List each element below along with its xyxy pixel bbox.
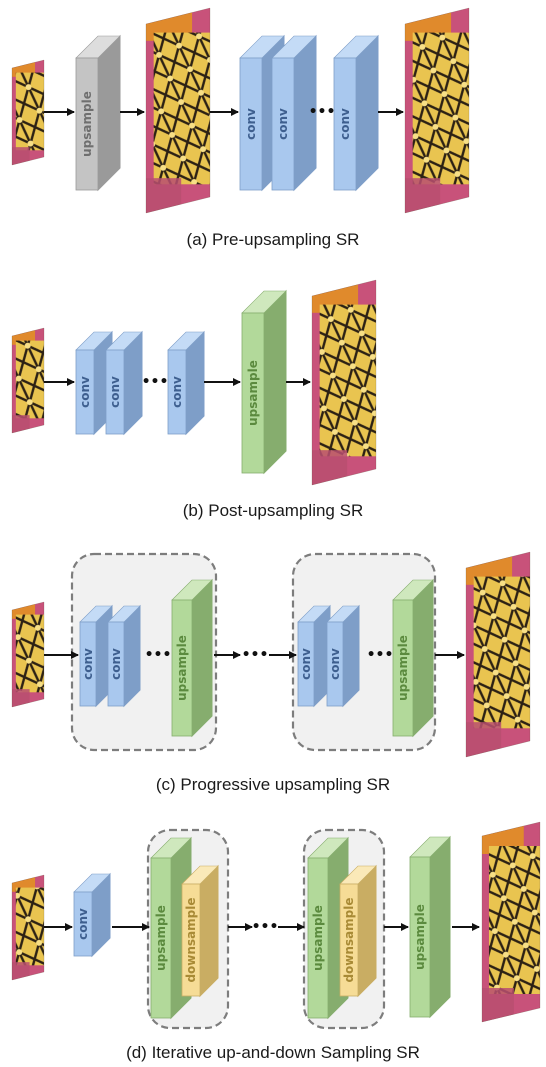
conv-block-a-2: conv — [271, 34, 317, 192]
upsample-block-d-2-label: upsample — [311, 905, 325, 971]
sr-output-image-b — [311, 279, 377, 486]
upsample-block-c-1: upsample — [171, 578, 213, 738]
conv-block-a-3-label: conv — [338, 108, 352, 140]
conv-block-b-3: conv — [167, 330, 205, 436]
lr-image-b — [11, 327, 45, 434]
lr-image-c — [11, 601, 45, 708]
hr-upsampled-image-a — [145, 7, 211, 214]
conv-block-c-3: conv — [297, 604, 331, 708]
upsample-block-a-label: upsample — [80, 91, 94, 157]
upsample-block-b-label: upsample — [246, 360, 260, 426]
conv-block-c-1: conv — [79, 604, 113, 708]
conv-block-a-2-label: conv — [276, 108, 290, 140]
upsample-block-a: upsample — [75, 34, 121, 192]
conv-block-c-4: conv — [326, 604, 360, 708]
conv-block-b-1-label: conv — [78, 376, 92, 408]
ellipsis-b: ••• — [142, 374, 169, 390]
caption-b: (b) Post-upsampling SR — [183, 501, 363, 520]
caption-c: (c) Progressive upsampling SR — [156, 775, 390, 794]
downsample-block-d-1: downsample — [181, 864, 219, 998]
ellipsis-c-mid: ••• — [242, 647, 269, 663]
caption-d: (d) Iterative up-and-down Sampling SR — [126, 1043, 420, 1062]
downsample-block-d-2: downsample — [339, 864, 377, 998]
conv-block-c-2: conv — [107, 604, 141, 708]
ellipsis-a: ••• — [309, 104, 336, 120]
ellipsis-d: ••• — [252, 919, 279, 935]
ellipsis-c-2: ••• — [367, 647, 394, 663]
downsample-block-d-2-label: downsample — [342, 897, 356, 982]
conv-block-c-4-label: conv — [328, 648, 342, 680]
upsample-block-c-2-label: upsample — [396, 635, 410, 701]
conv-block-b-3-label: conv — [170, 376, 184, 408]
upsample-block-d-1-label: upsample — [154, 905, 168, 971]
upsample-block-c-1-label: upsample — [175, 635, 189, 701]
conv-block-b-2-label: conv — [108, 376, 122, 408]
panel-iterative-up-down: conv upsample downsample ••• upsample downsam… — [11, 821, 541, 1030]
upsample-block-c-2: upsample — [392, 578, 434, 738]
conv-block-b-2: conv — [105, 330, 143, 436]
conv-block-c-1-label: conv — [81, 648, 95, 680]
conv-block-c-3-label: conv — [299, 648, 313, 680]
upsample-block-b: upsample — [241, 289, 287, 475]
caption-a: (a) Pre-upsampling SR — [187, 230, 360, 249]
lr-image-d — [11, 874, 45, 981]
upsample-block-d-3-label: upsample — [413, 904, 427, 970]
sr-output-image-c — [465, 551, 531, 758]
conv-block-a-3: conv — [333, 34, 379, 192]
conv-block-d: conv — [73, 872, 111, 958]
conv-block-d-label: conv — [76, 908, 90, 940]
ellipsis-c-1: ••• — [145, 647, 172, 663]
sr-output-image-d — [481, 821, 541, 1023]
conv-block-a-1-label: conv — [244, 108, 258, 140]
conv-block-c-2-label: conv — [109, 648, 123, 680]
lr-image-a — [11, 59, 45, 166]
sr-output-image-a — [404, 7, 470, 214]
downsample-block-d-1-label: downsample — [184, 897, 198, 982]
upsample-block-d-3: upsample — [409, 835, 451, 1019]
